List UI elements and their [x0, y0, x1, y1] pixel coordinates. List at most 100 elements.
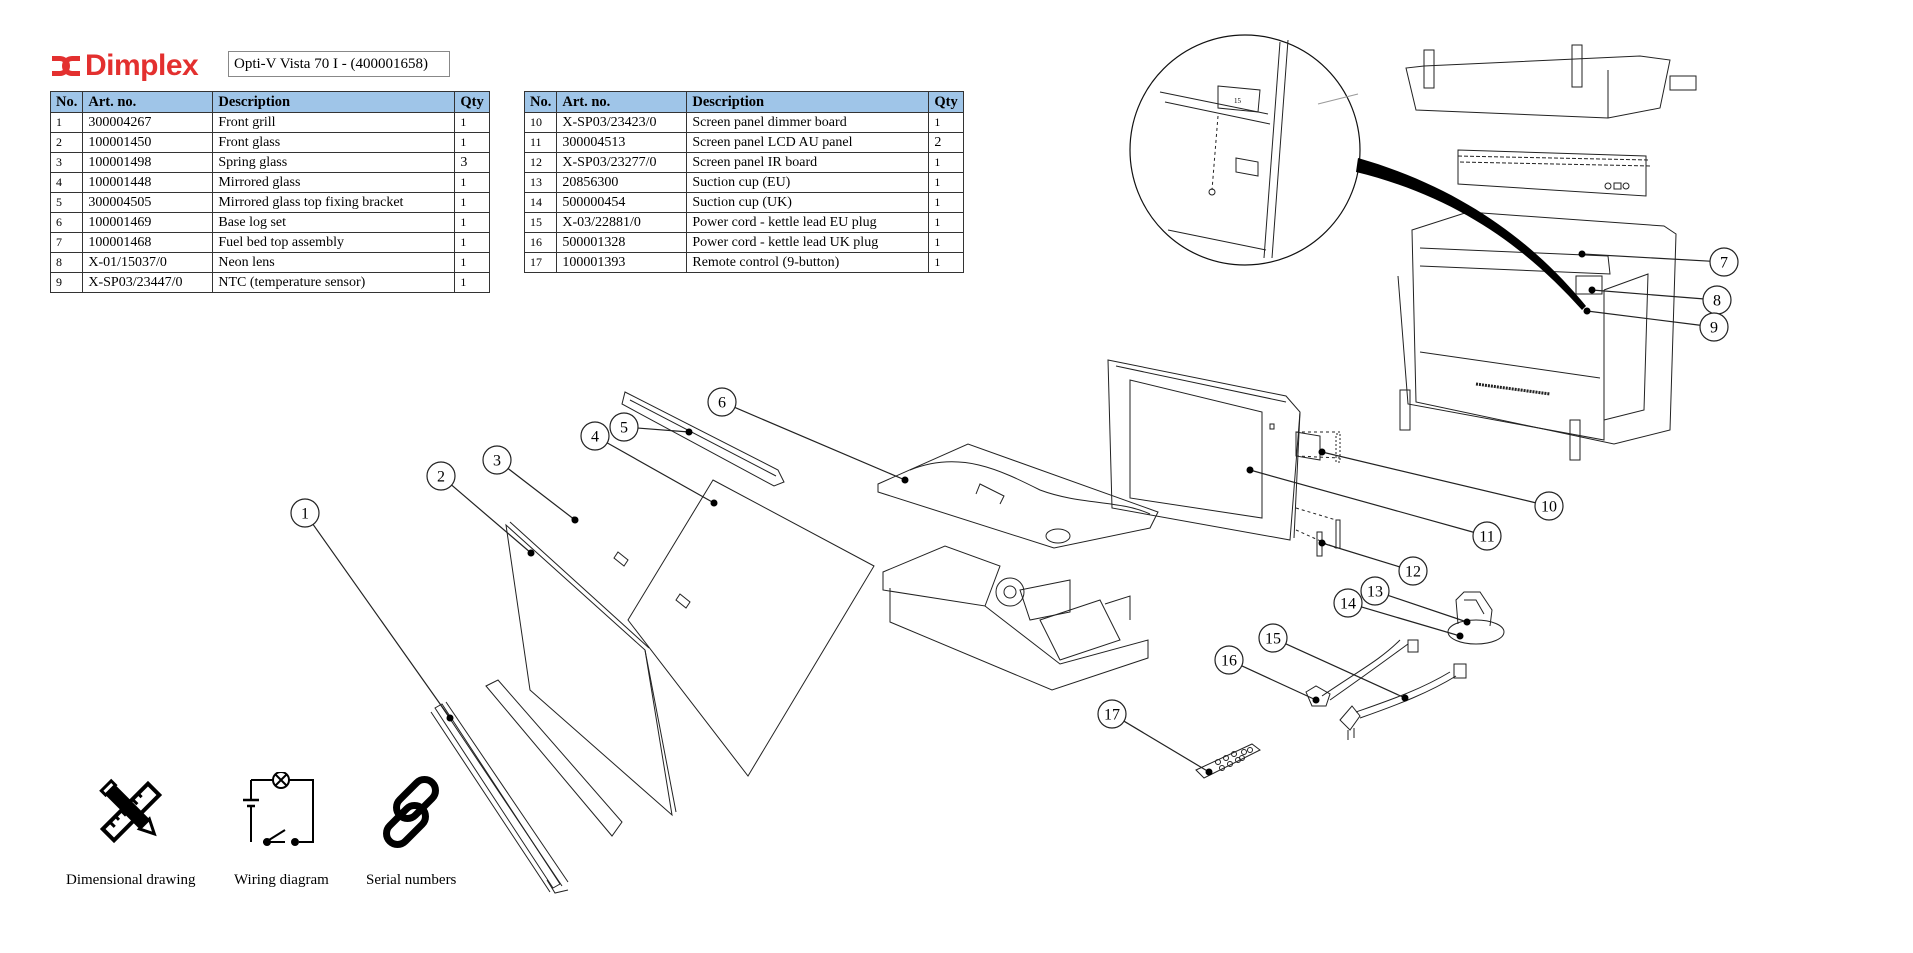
callout-bubble-6 — [707, 387, 737, 417]
callout-dot-4 — [710, 499, 718, 507]
callout-leader-11 — [1249, 469, 1474, 533]
callout-leader-5 — [637, 427, 690, 433]
callout-number: 12 — [1405, 564, 1421, 581]
callout-dot-9 — [1583, 307, 1591, 315]
callout-bubble-11 — [1472, 521, 1502, 551]
callout-dot-10 — [1318, 448, 1326, 456]
callout-leader-4 — [606, 442, 715, 504]
column-header-description: Description — [686, 91, 930, 113]
part-ir-board — [1295, 507, 1341, 557]
callout-leader-13 — [1388, 594, 1468, 623]
part-remote-control — [1195, 743, 1261, 779]
cell-art-no: 100001450 — [82, 132, 214, 153]
cell-art-no: X-03/22881/0 — [556, 212, 688, 233]
cell-no: 9 — [49, 272, 84, 293]
callout-bubble-16 — [1214, 645, 1244, 675]
chain-link-icon — [383, 776, 440, 848]
callout-leader-14 — [1361, 606, 1461, 637]
cell-description: Suction cup (EU) — [686, 172, 930, 193]
callout-dot-14 — [1456, 632, 1464, 640]
callout-dot-6 — [901, 476, 909, 484]
callout-dot-1 — [446, 714, 454, 722]
cell-no: 17 — [523, 252, 558, 273]
cell-art-no: X-SP03/23423/0 — [556, 112, 688, 133]
column-header-no: No. — [523, 91, 558, 113]
callout-dot-16 — [1312, 696, 1320, 704]
wiring-diagram-button[interactable]: Wiring diagram — [234, 772, 329, 889]
callout-leader-6 — [734, 406, 906, 481]
circuit-icon — [243, 772, 315, 846]
callout-leader-17 — [1123, 720, 1210, 773]
callout-bubble-13 — [1360, 576, 1390, 606]
ruler-pencil-icon — [98, 778, 162, 844]
part-screen-panel — [1107, 359, 1301, 541]
part-front-grill — [430, 701, 569, 894]
callout-leader-15 — [1285, 643, 1406, 699]
part-power-cords — [1305, 639, 1467, 740]
callout-bubble-4 — [580, 421, 610, 451]
callout-bubble-17 — [1097, 699, 1127, 729]
callout-number: 5 — [620, 420, 628, 437]
callout-number: 13 — [1367, 584, 1383, 601]
part-front-glass — [505, 521, 677, 817]
cell-qty: 1 — [928, 172, 964, 193]
cell-description: Power cord - kettle lead EU plug — [686, 212, 930, 233]
callout-dot-2 — [527, 549, 535, 557]
part-dimmer-board — [1295, 431, 1341, 463]
callout-bubble-3 — [482, 445, 512, 475]
detail-magnifier: 15 — [1129, 34, 1586, 310]
callout-dot-7 — [1578, 250, 1586, 258]
callout-number: 16 — [1221, 653, 1237, 670]
serial-numbers-label: Serial numbers — [366, 872, 457, 888]
part-fixing-bracket — [621, 391, 785, 487]
callout-leader-2 — [451, 484, 532, 554]
column-header-description: Description — [212, 91, 456, 113]
callout-dot-8 — [1588, 286, 1596, 294]
callout-dot-17 — [1205, 768, 1213, 776]
callout-number: 10 — [1541, 499, 1557, 516]
callout-number: 4 — [591, 429, 599, 446]
brand-name: Dimplex — [85, 49, 199, 82]
callout-number: 11 — [1479, 529, 1494, 546]
callout-number: 17 — [1104, 707, 1120, 724]
cell-description: NTC (temperature sensor) — [212, 272, 456, 293]
part-mirrored-glass — [627, 479, 875, 777]
part-fuel-bed-internal — [882, 545, 1149, 691]
part-firebox-chassis — [1397, 211, 1677, 461]
part-neon-lens-bar — [1457, 149, 1651, 197]
serial-numbers-button[interactable]: Serial numbers — [366, 772, 456, 889]
table-header-row: No. Art. no. Description Qty — [49, 91, 490, 113]
callout-number: 2 — [437, 469, 445, 486]
callout-leader-16 — [1241, 665, 1317, 701]
callout-leader-12 — [1321, 542, 1400, 568]
callout-leader-9 — [1586, 310, 1701, 326]
callout-bubble-15 — [1258, 623, 1288, 653]
part-glass-strip — [485, 679, 623, 837]
callout-dot-13 — [1463, 618, 1471, 626]
cell-description: Mirrored glass top fixing bracket — [212, 192, 456, 213]
callout-number: 3 — [493, 453, 501, 470]
column-header-art-no: Art. no. — [556, 91, 688, 113]
callout-leader-8 — [1591, 289, 1704, 300]
part-top-housing — [1405, 44, 1697, 119]
detail-label: 15 — [1234, 97, 1242, 105]
callout-bubble-5 — [609, 412, 639, 442]
cell-art-no: X-SP03/23447/0 — [82, 272, 214, 293]
dimensional-drawing-button[interactable]: Dimensional drawing — [66, 772, 196, 889]
callout-dot-3 — [571, 516, 579, 524]
cell-no: 15 — [523, 212, 558, 233]
callout-bubble-12 — [1398, 556, 1428, 586]
